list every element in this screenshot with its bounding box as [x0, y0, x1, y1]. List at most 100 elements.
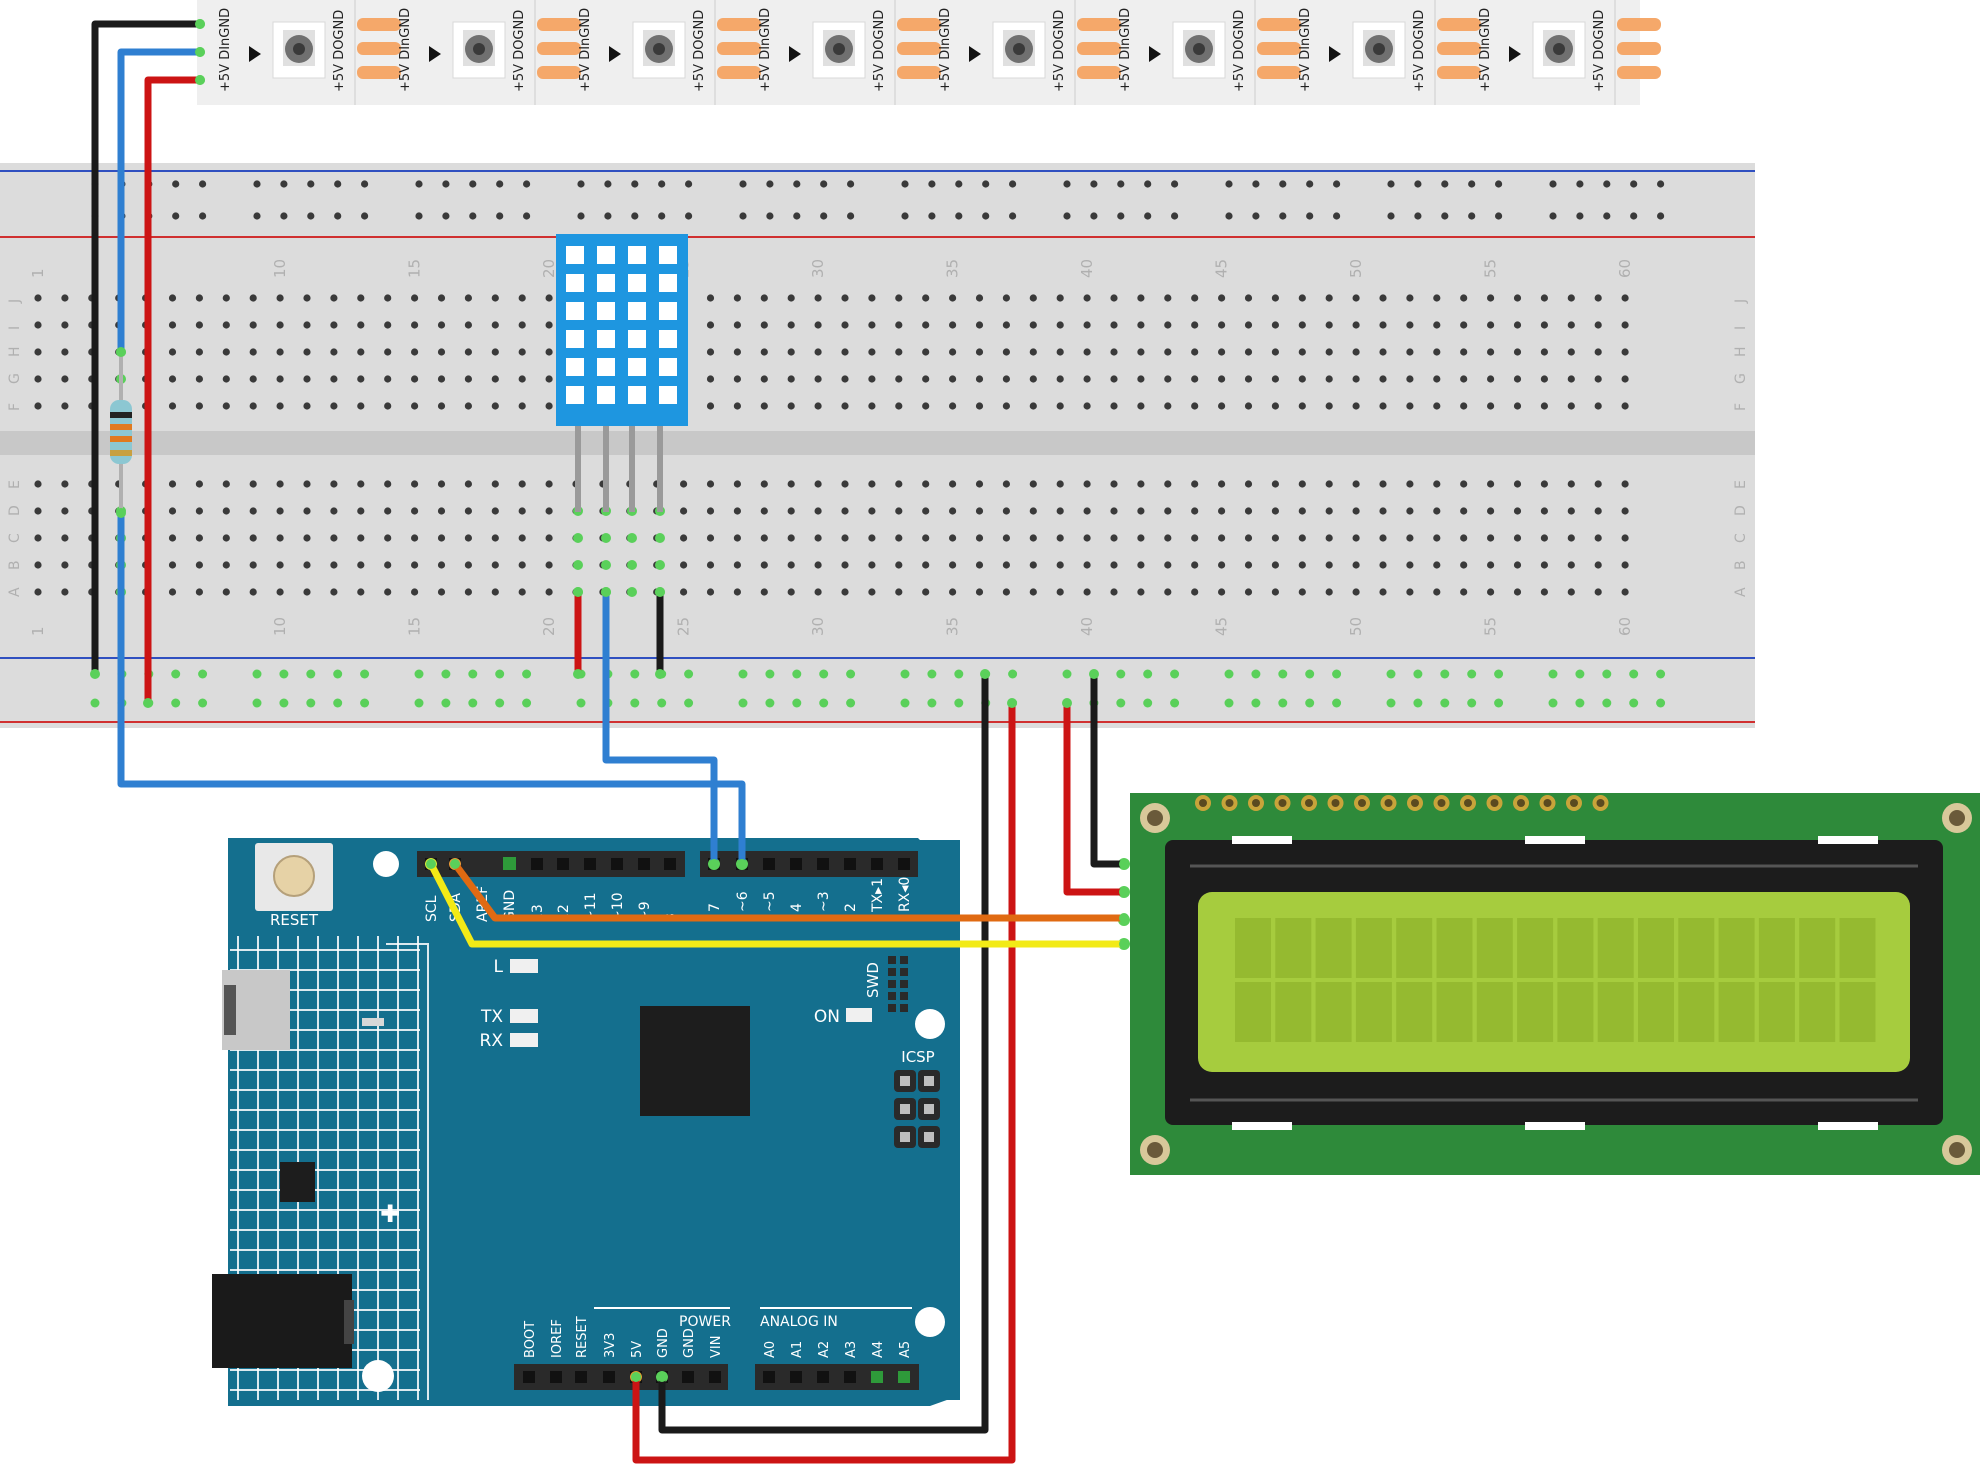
breadboard-hole	[437, 507, 446, 515]
breadboard-hole	[464, 321, 472, 329]
breadboard-hole	[464, 561, 472, 569]
breadboard-hole	[1513, 294, 1522, 302]
breadboard-hole	[1333, 180, 1341, 188]
breadboard-hole	[820, 212, 828, 220]
rail-hole	[279, 698, 289, 708]
power-pin-label: RESET	[575, 1316, 590, 1358]
breadboard-hole	[518, 402, 526, 410]
header-pin	[575, 1371, 587, 1383]
breadboard-hole	[680, 561, 688, 569]
breadboard-hole	[1433, 348, 1441, 356]
breadboard-hole	[895, 375, 903, 383]
lcd-char-cell	[1718, 982, 1755, 1042]
breadboard-hole	[760, 321, 768, 329]
breadboard-hole	[1325, 534, 1333, 542]
header-pin-label: SCL	[424, 895, 440, 922]
strip-label-in: +5V DInGND	[938, 8, 953, 92]
breadboard-hole	[1621, 480, 1629, 488]
breadboard-hole	[1540, 375, 1548, 383]
breadboard-hole	[1487, 480, 1495, 488]
breadboard-hole	[1352, 348, 1360, 356]
breadboard-hole	[1513, 348, 1522, 356]
breadboard-hole	[195, 402, 203, 410]
row-letter-right: A	[1733, 587, 1749, 597]
strip-direction-arrow-icon	[609, 46, 621, 62]
dht-vent	[566, 246, 584, 264]
lcd-tab	[1525, 836, 1585, 844]
rail-hole	[1062, 669, 1072, 679]
lcd-char-cell	[1476, 918, 1513, 978]
reset-button[interactable]	[273, 855, 315, 897]
breadboard-hole	[357, 321, 365, 329]
breadboard-hole	[1460, 561, 1468, 569]
breadboard-hole	[1513, 507, 1522, 515]
breadboard-hole	[814, 321, 822, 329]
solder-pad	[357, 42, 401, 55]
breadboard-hole	[1594, 375, 1602, 383]
breadboard-hole	[415, 180, 423, 188]
breadboard-hole	[1379, 588, 1387, 596]
breadboard-hole	[1056, 561, 1064, 569]
breadboard-hole	[1002, 321, 1011, 329]
rail-hole	[927, 698, 937, 708]
on-led-label: ON	[814, 1007, 840, 1027]
header-pin	[557, 858, 569, 870]
breadboard-hole	[1406, 534, 1414, 542]
lcd-tab	[1232, 836, 1292, 844]
breadboard-hole	[168, 588, 177, 596]
breadboard-hole	[303, 402, 311, 410]
breadboard-hole	[464, 375, 472, 383]
breadboard-hole	[384, 294, 392, 302]
breadboard-hole	[841, 321, 849, 329]
breadboard-hole	[1594, 321, 1602, 329]
power-pin-label: 3V3	[603, 1333, 618, 1358]
breadboard-hole	[384, 588, 392, 596]
breadboard-hole	[949, 588, 957, 596]
breadboard-hole	[464, 480, 472, 488]
breadboard-hole	[1441, 212, 1449, 220]
dht-vent	[597, 386, 615, 404]
breadboard-hole	[1387, 212, 1395, 220]
breadboard-hole	[680, 534, 688, 542]
breadboard-hole	[1083, 321, 1091, 329]
breadboard-hole	[276, 375, 284, 383]
dht-row-hole	[627, 587, 637, 597]
dht-vent	[659, 330, 677, 348]
dht-vent	[566, 274, 584, 292]
breadboard-hole	[1513, 588, 1522, 596]
breadboard-hole	[1468, 212, 1476, 220]
breadboard-hole	[249, 534, 257, 542]
breadboard-hole	[1002, 480, 1011, 488]
breadboard-hole	[545, 321, 553, 329]
breadboard-hole	[1271, 480, 1279, 488]
breadboard-hole	[1271, 588, 1279, 596]
breadboard-hole	[1325, 561, 1333, 569]
on-led	[846, 1008, 872, 1022]
column-number-top: 45	[1213, 259, 1231, 278]
breadboard-hole	[330, 588, 338, 596]
breadboard-hole	[1495, 212, 1503, 220]
column-number-bottom: 60	[1616, 617, 1634, 636]
breadboard-hole	[61, 507, 69, 515]
rail-hole	[1170, 669, 1180, 679]
breadboard-hole	[1002, 561, 1011, 569]
breadboard-hole	[1164, 321, 1172, 329]
power-pin-label: BOOT	[523, 1321, 538, 1358]
breadboard-hole	[706, 507, 715, 515]
breadboard-hole	[61, 321, 69, 329]
breadboard-hole	[357, 588, 365, 596]
breadboard-hole	[222, 480, 230, 488]
breadboard-hole	[760, 348, 768, 356]
breadboard-hole	[1433, 534, 1441, 542]
header-pin-label: ~3	[816, 891, 832, 912]
swd-label: SWD	[864, 962, 882, 998]
breadboard-hole	[1306, 212, 1314, 220]
analog-header-title: ANALOG IN	[760, 1314, 838, 1330]
breadboard-hole	[975, 402, 984, 410]
breadboard-hole	[680, 480, 688, 488]
breadboard-hole	[975, 588, 984, 596]
rail-hole	[1548, 669, 1558, 679]
breadboard-hole	[1352, 507, 1360, 515]
breadboard-hole	[1083, 534, 1091, 542]
